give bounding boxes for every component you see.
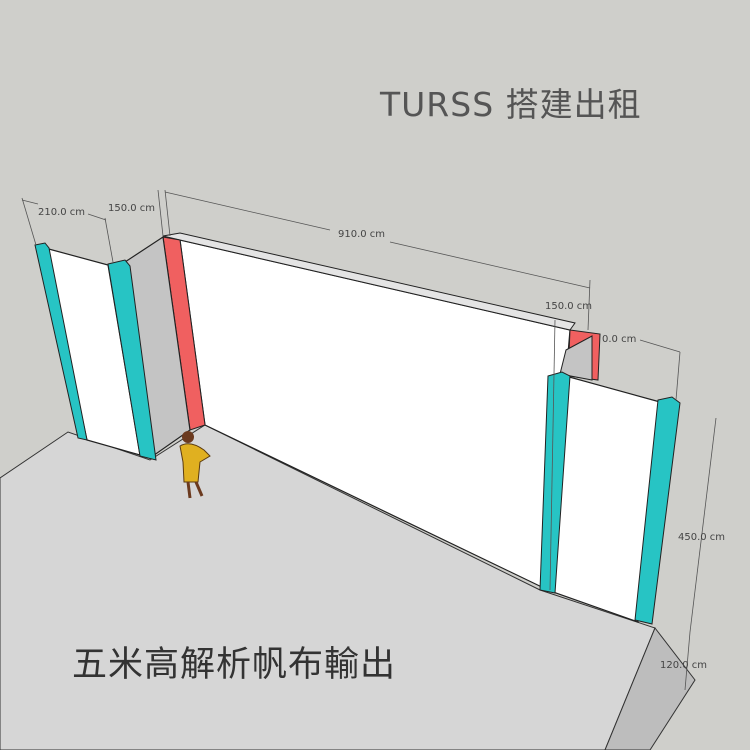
- dim-right-panel: 0.0 cm: [602, 334, 636, 345]
- left-panel-post: [107, 259, 157, 461]
- left-panel-edge: [34, 242, 88, 441]
- dim-wall-height: 450.0 cm: [678, 532, 725, 543]
- dim-back-wall: 910.0 cm: [338, 229, 385, 240]
- brand-title: TURSS 搭建出租: [380, 85, 642, 124]
- dim-left-return: 150.0 cm: [108, 203, 155, 214]
- dimension-lines: [21, 189, 717, 691]
- dim-floor-depth: 120.0 cm: [660, 660, 707, 671]
- right-panel-edge-right: [634, 396, 681, 625]
- dim-right-return: 150.0 cm: [545, 301, 592, 312]
- person-figure: [179, 431, 211, 499]
- right-panel-edge-left: [539, 371, 571, 594]
- right-return-wall: [559, 335, 593, 381]
- dim-left-panel: 210.0 cm: [38, 207, 85, 218]
- floor-side: [604, 627, 696, 750]
- caption-text: 五米高解析帆布輸出: [72, 645, 397, 685]
